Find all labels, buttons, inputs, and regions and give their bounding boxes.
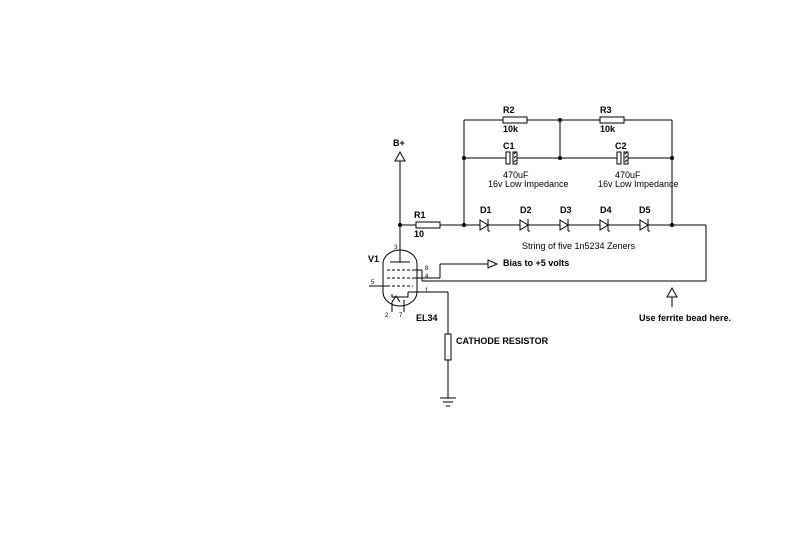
svg-text:Bias to +5 volts: Bias to +5 volts	[503, 258, 569, 268]
zener-d3: D3	[559, 205, 572, 232]
svg-text:C2: C2	[615, 141, 627, 151]
svg-text:R3: R3	[600, 105, 612, 115]
resistor-r3: R3 10k	[599, 105, 672, 134]
svg-text:D4: D4	[600, 205, 612, 215]
b-plus-terminal: B+	[393, 138, 406, 247]
zener-d5: D5	[639, 205, 651, 232]
ground-icon	[440, 397, 456, 407]
svg-text:C1: C1	[503, 141, 515, 151]
svg-text:B+: B+	[393, 138, 405, 148]
zener-d1: D1	[479, 205, 492, 232]
resistor-r1: R1 10	[400, 210, 464, 239]
svg-text:5: 5	[371, 280, 375, 286]
cathode-resistor: CATHODE RESISTOR	[422, 291, 549, 398]
svg-text:3: 3	[394, 245, 398, 251]
svg-text:R2: R2	[503, 105, 515, 115]
svg-text:1: 1	[425, 288, 429, 294]
svg-text:16v Low Impedance: 16v Low Impedance	[488, 179, 569, 189]
r1-value: 10	[414, 229, 424, 239]
zener-d4: D4	[599, 205, 612, 232]
svg-text:8: 8	[425, 266, 429, 272]
tube-type: EL34	[416, 313, 438, 323]
junction-dots	[398, 118, 674, 227]
svg-text:16v Low Impedance: 16v Low Impedance	[598, 179, 679, 189]
svg-text:CATHODE RESISTOR: CATHODE RESISTOR	[456, 336, 549, 346]
ferrite-bead-note: Use ferrite bead here.	[639, 286, 731, 323]
svg-text:2: 2	[385, 313, 389, 319]
resistor-r2: R2 10k	[502, 105, 600, 134]
capacitor-c2: C2 470uF 16v Low Impedance	[560, 141, 679, 189]
r1-ref: R1	[414, 210, 426, 220]
tube-ref: V1	[368, 254, 379, 264]
svg-text:10k: 10k	[503, 124, 519, 134]
svg-text:4: 4	[425, 274, 429, 280]
capacitor-c1: C1 470uF 16v Low Impedance	[488, 141, 569, 189]
zener-d2: D2	[519, 205, 532, 232]
svg-text:470uF: 470uF	[503, 170, 529, 180]
zener-string-label: String of five 1n5234 Zeners	[522, 241, 636, 251]
svg-text:470uF: 470uF	[615, 170, 641, 180]
svg-text:Use ferrite bead here.: Use ferrite bead here.	[639, 313, 731, 323]
svg-text:D2: D2	[520, 205, 532, 215]
svg-text:D1: D1	[480, 205, 492, 215]
svg-text:D3: D3	[560, 205, 572, 215]
tube-v1: 3 8 4 5 1 2 7 V1 EL34	[368, 245, 438, 323]
svg-text:7: 7	[399, 313, 403, 319]
svg-text:D5: D5	[639, 205, 651, 215]
bias-terminal: Bias to +5 volts	[422, 258, 569, 279]
svg-text:10k: 10k	[600, 124, 616, 134]
